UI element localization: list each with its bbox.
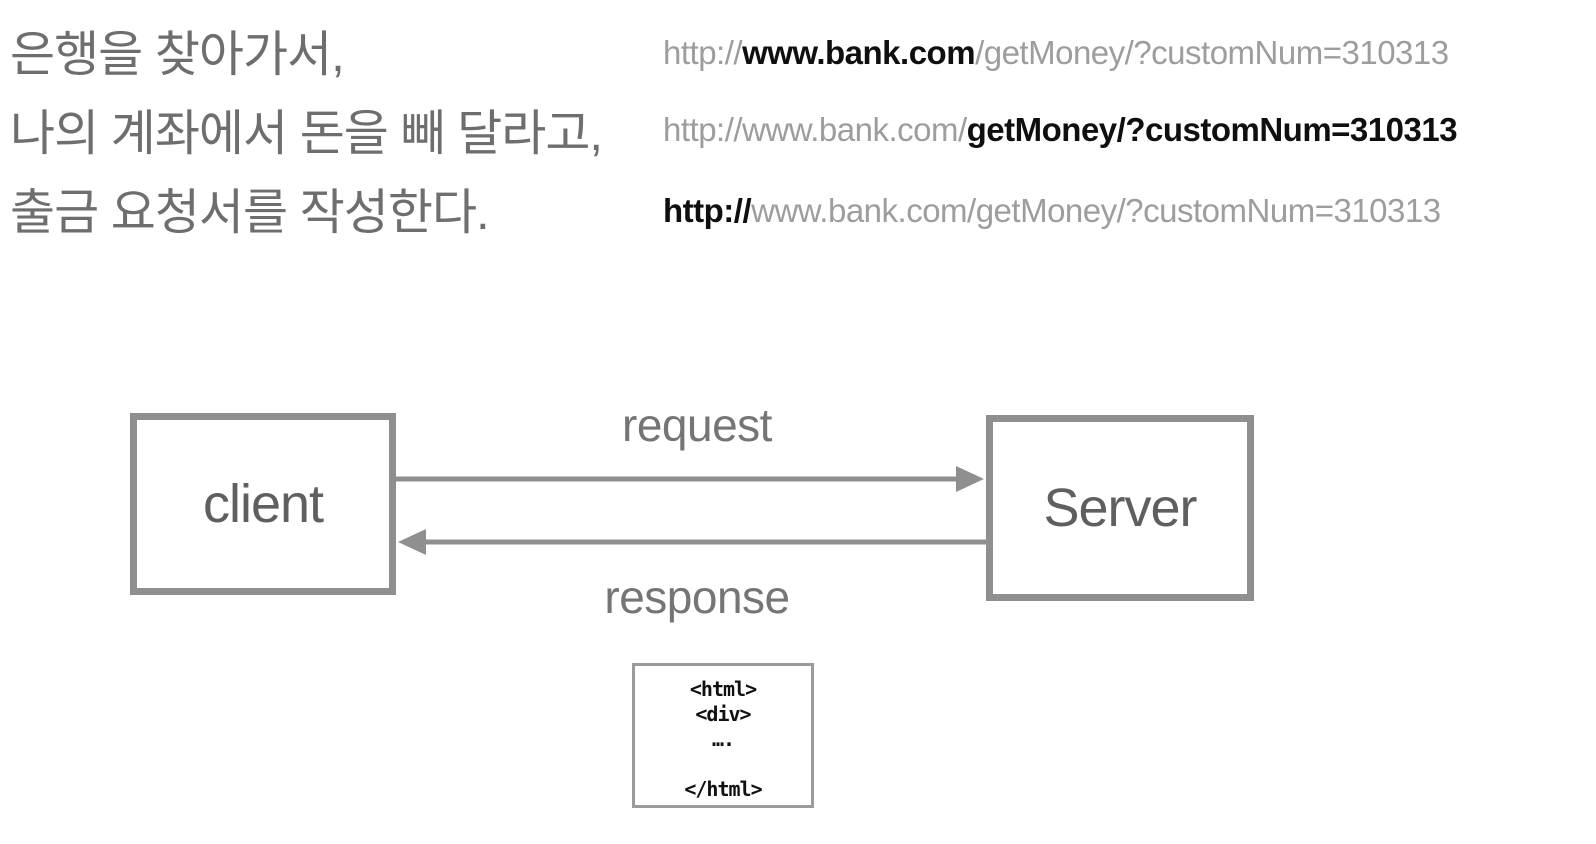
client-label: client — [202, 474, 324, 534]
response-label: response — [604, 571, 790, 623]
url-host-segment: www.bank.com — [742, 34, 976, 71]
url-scheme-segment: http:// — [663, 34, 743, 71]
code-line: …. — [711, 727, 735, 751]
korean-note-line-3: 출금 요청서를 작성한다. — [10, 186, 490, 240]
url-rest-segment: www.bank.com/getMoney/?customNum=310313 — [751, 192, 1441, 229]
code-line: </html> — [684, 777, 762, 801]
url-example-path-highlight: http://www.bank.com/getMoney/?customNum=… — [663, 109, 1458, 151]
code-line — [635, 752, 811, 777]
url-path-query-segment: getMoney/?customNum=310313 — [966, 111, 1458, 148]
korean-note: 은행을 찾아가서, 나의 계좌에서 돈을 빼 달라고, 출금 요청서를 작성한다… — [10, 16, 603, 253]
response-arrow — [398, 529, 990, 555]
url-scheme-segment: http:// — [663, 192, 752, 229]
request-label: request — [622, 399, 772, 451]
url-base-segment: http://www.bank.com/ — [663, 111, 967, 148]
server-box: Server — [986, 415, 1254, 601]
client-box: client — [130, 413, 396, 595]
arrows-layer — [395, 466, 990, 555]
korean-note-line-1: 은행을 찾아가서, — [10, 28, 345, 82]
url-path-segment: /getMoney/?customNum=310313 — [975, 34, 1449, 71]
code-line: <html> — [689, 677, 757, 701]
url-example-host-highlight: http://www.bank.com/getMoney/?customNum=… — [663, 32, 1449, 74]
request-arrow — [395, 466, 984, 492]
url-example-scheme-highlight: http://www.bank.com/getMoney/?customNum=… — [663, 190, 1441, 232]
server-label: Server — [1043, 478, 1197, 538]
code-line: <div> — [695, 702, 751, 726]
korean-note-line-2: 나의 계좌에서 돈을 빼 달라고, — [10, 107, 603, 161]
html-response-box: <html> <div> …. </html> — [632, 663, 814, 808]
